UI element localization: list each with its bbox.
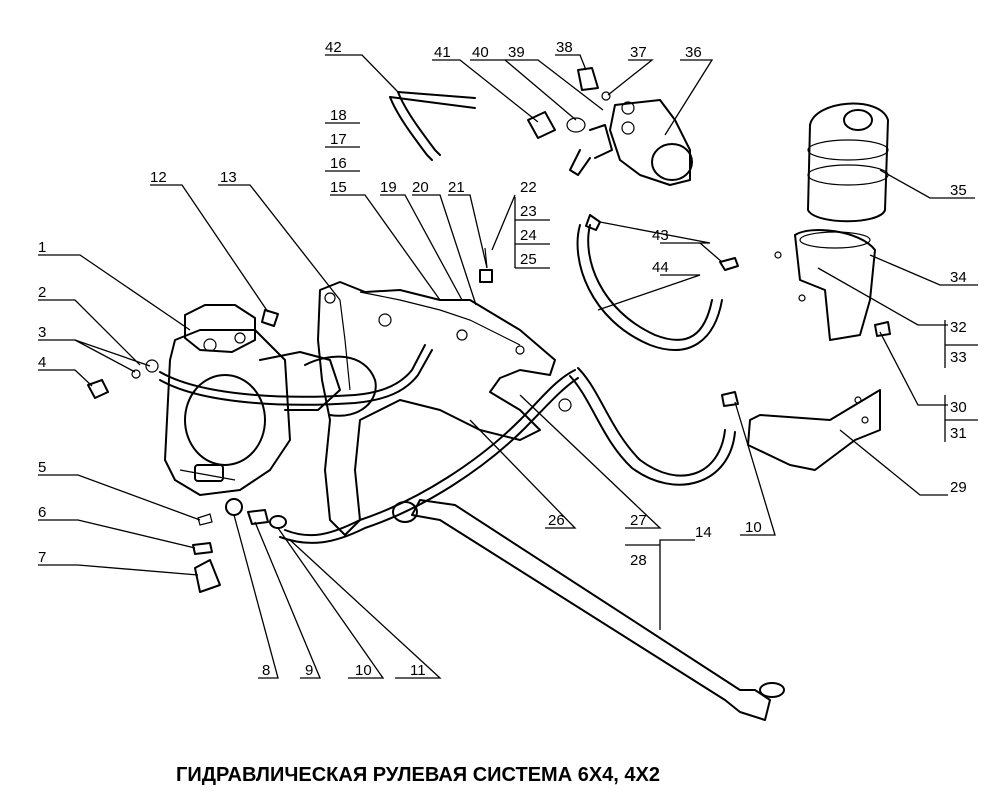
callout-12: 12 bbox=[150, 169, 167, 186]
mounting-bracket bbox=[317, 281, 572, 536]
callout-4: 4 bbox=[38, 354, 46, 371]
callout-27: 27 bbox=[630, 512, 647, 529]
callout-26: 26 bbox=[548, 512, 565, 529]
callout-34: 34 bbox=[950, 269, 967, 286]
mounting-plate bbox=[747, 389, 881, 471]
callout-labels: 1 2 3 4 5 6 7 8 9 10 11 12 13 14 15 16 1… bbox=[38, 39, 967, 679]
callout-18: 18 bbox=[330, 107, 347, 124]
callout-44: 44 bbox=[652, 259, 669, 276]
callout-30: 30 bbox=[950, 399, 967, 416]
callout-19: 19 bbox=[380, 179, 397, 196]
callout-15: 15 bbox=[330, 179, 347, 196]
callout-41: 41 bbox=[434, 44, 451, 61]
callout-28: 28 bbox=[630, 552, 647, 569]
callout-10-left: 10 bbox=[355, 662, 372, 679]
steering-gear-body bbox=[164, 304, 377, 496]
callout-underlines bbox=[325, 122, 978, 546]
callout-29: 29 bbox=[950, 479, 967, 496]
callout-39: 39 bbox=[508, 44, 525, 61]
callout-40: 40 bbox=[472, 44, 489, 61]
callout-16: 16 bbox=[330, 155, 347, 172]
callout-37: 37 bbox=[630, 44, 647, 61]
callout-2: 2 bbox=[38, 284, 46, 301]
drag-link bbox=[392, 499, 785, 721]
reservoir-bracket bbox=[774, 229, 876, 341]
callout-13: 13 bbox=[220, 169, 237, 186]
callout-17: 17 bbox=[330, 131, 347, 148]
leader-lines bbox=[38, 54, 978, 679]
callout-11: 11 bbox=[410, 662, 426, 679]
callout-32: 32 bbox=[950, 319, 967, 336]
callout-33: 33 bbox=[950, 349, 967, 366]
callout-36: 36 bbox=[685, 44, 702, 61]
callout-31: 31 bbox=[950, 425, 967, 442]
callout-38: 38 bbox=[556, 39, 573, 56]
callout-10-right: 10 bbox=[745, 519, 762, 536]
callout-43: 43 bbox=[652, 227, 669, 244]
hydraulic-pipes bbox=[159, 91, 736, 544]
callout-8: 8 bbox=[262, 662, 270, 679]
callout-24: 24 bbox=[520, 227, 537, 244]
callout-25: 25 bbox=[520, 251, 537, 268]
callout-22: 22 bbox=[520, 179, 537, 196]
diagram-title: ГИДРАВЛИЧЕСКАЯ РУЛЕВАЯ СИСТЕМА 6Х4, 4Х2 bbox=[176, 764, 660, 786]
callout-6: 6 bbox=[38, 504, 46, 521]
callout-21: 21 bbox=[448, 179, 465, 196]
callout-5: 5 bbox=[38, 459, 46, 476]
callout-3: 3 bbox=[38, 324, 46, 341]
power-steering-pump bbox=[527, 67, 693, 186]
callout-1: 1 bbox=[38, 239, 46, 256]
callout-42: 42 bbox=[325, 39, 342, 56]
callout-7: 7 bbox=[38, 549, 46, 566]
callout-23: 23 bbox=[520, 203, 537, 220]
callout-14: 14 bbox=[695, 524, 712, 541]
oil-reservoir bbox=[807, 102, 889, 223]
callout-9: 9 bbox=[305, 662, 313, 679]
callout-20: 20 bbox=[412, 179, 429, 196]
callout-35: 35 bbox=[950, 182, 967, 199]
